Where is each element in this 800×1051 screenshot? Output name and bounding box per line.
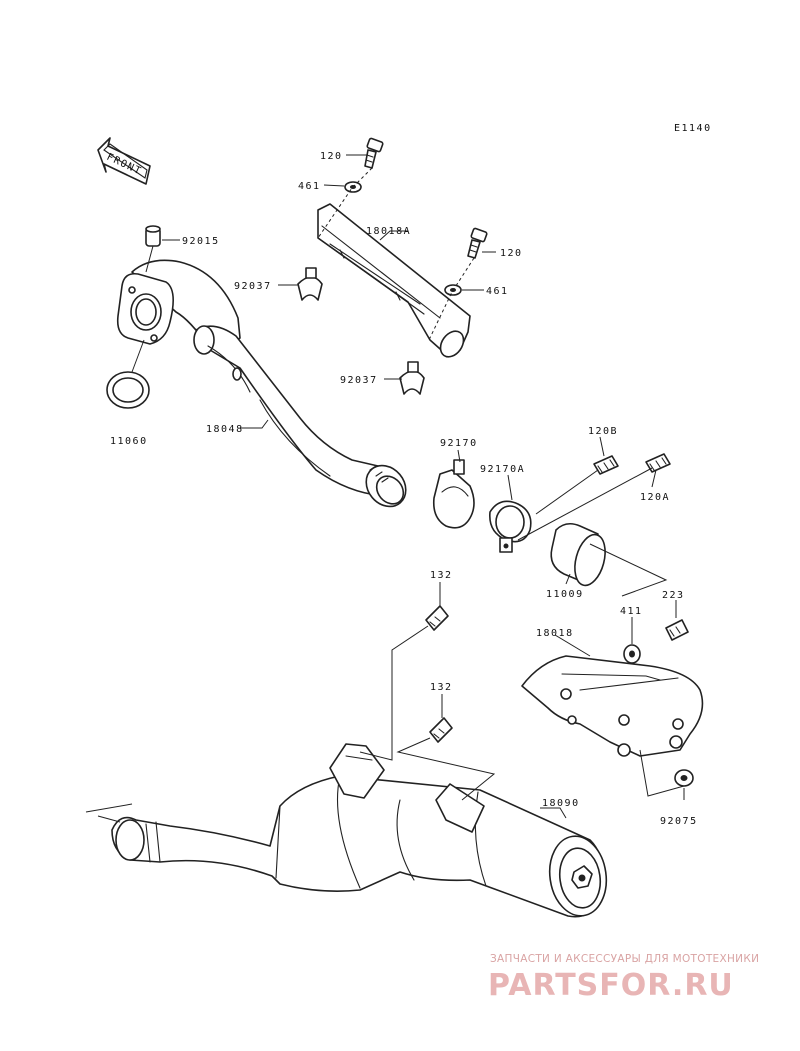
callout-223: 223 [662,590,685,601]
callout-18018: 18018 [536,628,574,639]
callout-92037-top: 92037 [234,281,272,292]
muffler-bracket-rear [435,783,485,833]
callout-120b: 120B [588,426,618,437]
heat-guard-18018a [317,203,471,358]
bolt-132-top [425,605,449,631]
callout-132-top: 132 [430,570,453,581]
clip-92037-bottom [399,361,425,395]
bolt-120b [593,455,619,475]
callout-92037-bottom: 92037 [340,375,378,386]
bolt-120-mid [467,227,488,259]
callout-411: 411 [620,606,643,617]
bolt-132-mid [429,717,453,743]
callout-11009: 11009 [546,589,584,600]
callout-461-mid: 461 [486,286,509,297]
callout-461-top: 461 [298,181,321,192]
callout-120a: 120A [640,492,670,503]
heat-guard-18018 [521,655,704,757]
callout-92170a: 92170A [480,464,525,475]
sleeve-11009 [550,522,606,587]
callout-18048: 18048 [206,424,244,435]
front-arrow-icon: FRONT [97,137,151,185]
washer-411 [623,644,641,664]
nut-92015 [145,225,161,247]
clip-92037-top [297,267,323,301]
muffler-bracket-front [329,743,385,799]
ref-code: E1140 [674,123,712,134]
watermark-tagline: ЗАПЧАСТИ И АКСЕССУАРЫ ДЛЯ МОТОТЕХНИКИ [490,953,759,965]
grommet-92075 [674,769,694,787]
clamp-92170a [489,500,532,553]
callout-92170: 92170 [440,438,478,449]
bolt-120-top [364,137,384,169]
callout-132-mid: 132 [430,682,453,693]
callout-18018a: 18018A [366,226,411,237]
gasket-11060 [106,371,150,409]
callout-120-top: 120 [320,151,343,162]
clamp-92170 [432,459,475,529]
bolt-223 [665,619,689,641]
callout-120-mid: 120 [500,248,523,259]
callout-92015: 92015 [182,236,220,247]
watermark-logo: PARTSFOR.RU [488,968,734,1003]
exhaust-pipe-18048 [116,259,407,508]
callout-11060: 11060 [110,436,148,447]
callout-18090: 18090 [542,798,580,809]
callout-92075: 92075 [660,816,698,827]
